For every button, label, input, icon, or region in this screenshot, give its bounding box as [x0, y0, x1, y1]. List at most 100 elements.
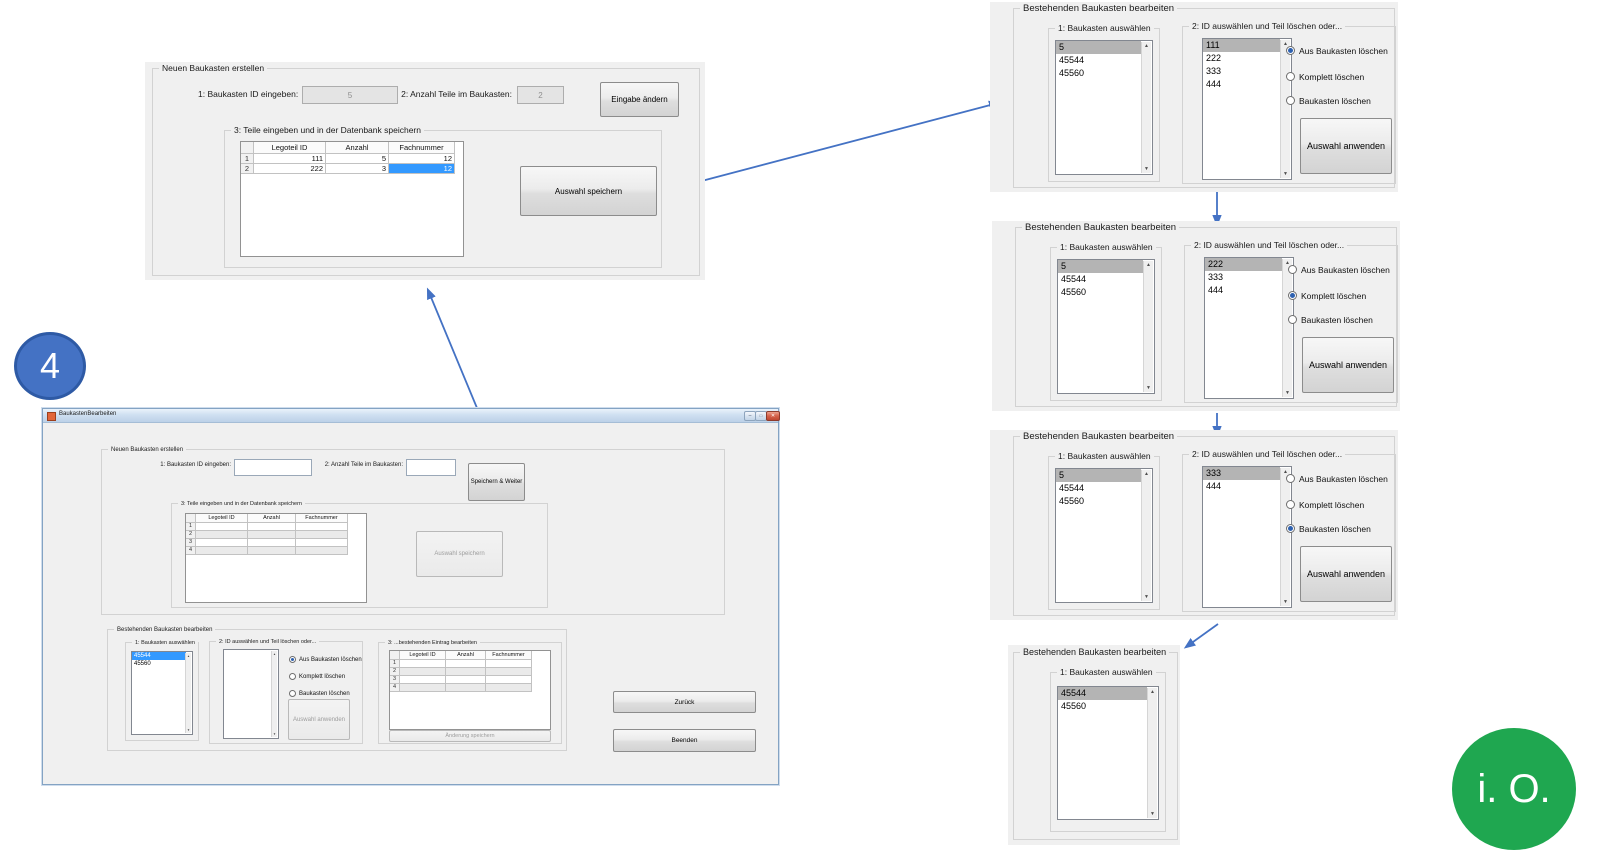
- list-item[interactable]: 444: [1208, 285, 1224, 295]
- fachnummer-cell[interactable]: 12: [389, 154, 455, 164]
- result-badge: i. O.: [1452, 728, 1576, 850]
- row-header-cell: 3: [390, 676, 400, 684]
- part-count-field[interactable]: [406, 459, 456, 476]
- list-item[interactable]: 222: [1206, 53, 1222, 63]
- list-item[interactable]: 5: [1056, 469, 1141, 482]
- apply-selection-button[interactable]: Auswahl anwenden: [288, 699, 350, 740]
- scrollbar[interactable]: [1280, 40, 1290, 178]
- radio-baukasten-loeschen[interactable]: Baukasten löschen: [1286, 523, 1371, 534]
- list-item[interactable]: 45544: [1059, 55, 1085, 65]
- list-item[interactable]: 45544: [1058, 687, 1147, 700]
- fachnummer-cell-selected[interactable]: 12: [389, 164, 455, 174]
- radio-icon: [289, 690, 296, 697]
- radio-aus-baukasten-loeschen[interactable]: Aus Baukasten löschen: [1286, 474, 1388, 484]
- change-input-button[interactable]: Eingabe ändern: [600, 82, 679, 117]
- apply-selection-button[interactable]: Auswahl anwenden: [1300, 546, 1392, 602]
- anzahl-cell[interactable]: 5: [326, 154, 389, 164]
- kit-id-field[interactable]: 5: [302, 86, 398, 104]
- list-item[interactable]: 333: [1208, 272, 1224, 282]
- scrollbar[interactable]: [1280, 468, 1290, 606]
- radio-komplett-loeschen[interactable]: Komplett löschen: [1288, 291, 1366, 301]
- list-item[interactable]: 45560: [1061, 287, 1087, 297]
- save-change-button[interactable]: Änderung speichern: [389, 730, 551, 742]
- list-item[interactable]: 45560: [1061, 701, 1087, 711]
- kit-id-field[interactable]: [234, 459, 312, 476]
- parts-table[interactable]: Legoteil ID Anzahl Fachnummer 1 111 5 12…: [240, 141, 464, 257]
- radio-icon: [289, 673, 296, 680]
- radio-komplett-loeschen[interactable]: Komplett löschen: [1286, 499, 1365, 510]
- radio-label: Komplett löschen: [299, 673, 346, 680]
- scrollbar[interactable]: [1141, 470, 1151, 601]
- edit-kit-group: Bestehenden Baukasten bearbeiten: [1015, 222, 1397, 407]
- radio-icon: [1288, 291, 1297, 300]
- radio-komplett-loeschen[interactable]: Komplett löschen: [1286, 72, 1364, 82]
- list-item[interactable]: 45544: [132, 652, 186, 660]
- quit-button[interactable]: Beenden: [613, 729, 756, 752]
- row-header-cell: 1: [390, 660, 400, 668]
- empty-cell: [400, 676, 446, 684]
- anzahl-cell[interactable]: 3: [326, 164, 389, 174]
- apply-selection-button[interactable]: Auswahl anwenden: [1300, 118, 1392, 174]
- parts-table[interactable]: Legoteil ID Anzahl Fachnummer 1 2 3: [185, 513, 367, 603]
- list-item[interactable]: 45560: [1059, 496, 1085, 506]
- scrollbar[interactable]: [1143, 261, 1153, 392]
- empty-cell: [196, 531, 248, 539]
- parts-group: 3: Teile eingeben und in der Datenbank s…: [171, 500, 548, 608]
- list-item[interactable]: 45560: [134, 661, 151, 667]
- table-row: 4: [186, 547, 366, 555]
- radio-label: Aus Baukasten löschen: [1301, 264, 1390, 275]
- window-titlebar[interactable]: BaukastenBearbeiten: [43, 409, 780, 423]
- scrollbar[interactable]: [1141, 42, 1151, 173]
- radio-baukasten-loeschen[interactable]: Baukasten löschen: [289, 689, 350, 698]
- list-item[interactable]: 45544: [1059, 483, 1085, 493]
- close-button[interactable]: [766, 411, 780, 421]
- radio-label: Komplett löschen: [1299, 499, 1365, 510]
- radio-baukasten-loeschen[interactable]: Baukasten löschen: [1286, 96, 1371, 106]
- list-item[interactable]: 45544: [1061, 274, 1087, 284]
- radio-aus-baukasten-loeschen[interactable]: Aus Baukasten löschen: [1286, 46, 1388, 56]
- corner-cell: [241, 142, 254, 154]
- list-item[interactable]: 333: [1203, 467, 1280, 480]
- apply-selection-button[interactable]: Auswahl anwenden: [1302, 337, 1394, 393]
- scrollbar[interactable]: [1147, 688, 1157, 818]
- radio-aus-baukasten-loeschen[interactable]: Aus Baukasten löschen: [1288, 264, 1390, 275]
- scrollbar[interactable]: [271, 651, 277, 737]
- save-next-button[interactable]: Speichern & Weiter: [468, 463, 525, 501]
- id-select-group: 2: ID auswählen und Teil löschen oder...: [1182, 449, 1396, 612]
- radio-label: Baukasten löschen: [1299, 523, 1371, 534]
- kit-select-group: 1: Baukasten auswählen: [1048, 451, 1160, 610]
- legoteil-id-cell[interactable]: 222: [254, 164, 326, 174]
- radio-komplett-loeschen[interactable]: Komplett löschen: [289, 672, 345, 681]
- list-item[interactable]: 444: [1206, 481, 1222, 491]
- radio-aus-baukasten-loeschen[interactable]: Aus Baukasten löschen: [289, 655, 362, 664]
- entry-table[interactable]: Legoteil ID Anzahl Fachnummer 1 2 3: [389, 650, 551, 730]
- list-item[interactable]: 222: [1205, 258, 1282, 271]
- create-kit-group-title: Neuen Baukasten erstellen: [159, 63, 268, 74]
- back-button[interactable]: Zurück: [613, 691, 756, 713]
- radio-icon: [1288, 265, 1297, 274]
- radio-baukasten-loeschen[interactable]: Baukasten löschen: [1288, 315, 1373, 325]
- empty-cell: [196, 523, 248, 531]
- list-item[interactable]: 5: [1058, 260, 1143, 273]
- list-item[interactable]: 45560: [1059, 68, 1085, 78]
- id-listbox[interactable]: [223, 649, 279, 739]
- legoteil-id-cell[interactable]: 111: [254, 154, 326, 164]
- list-item[interactable]: 333: [1206, 66, 1222, 76]
- list-item[interactable]: 444: [1206, 79, 1222, 89]
- scrollbar[interactable]: [1282, 259, 1292, 397]
- save-selection-button[interactable]: Auswahl speichern: [416, 531, 503, 577]
- save-selection-button[interactable]: Auswahl speichern: [520, 166, 657, 216]
- list-item[interactable]: 111: [1203, 39, 1280, 52]
- edit-kit-group-title: Bestehenden Baukasten bearbeiten: [1020, 647, 1170, 658]
- scrollbar[interactable]: [185, 653, 191, 733]
- list-item[interactable]: 5: [1056, 41, 1141, 54]
- part-count-field[interactable]: 2: [517, 86, 564, 104]
